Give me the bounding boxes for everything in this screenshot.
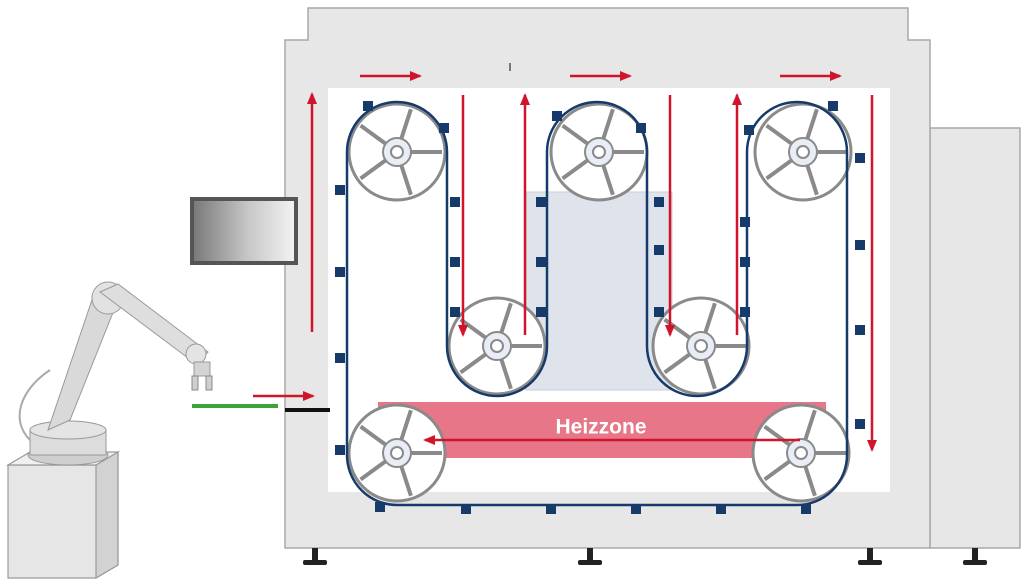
housing-marker bbox=[509, 63, 511, 71]
belt-carrier bbox=[552, 111, 562, 121]
belt-carrier bbox=[740, 257, 750, 267]
belt-carrier bbox=[363, 101, 373, 111]
belt-carrier bbox=[450, 257, 460, 267]
belt-carrier bbox=[335, 267, 345, 277]
belt-carrier bbox=[740, 307, 750, 317]
heating-zone-label: Heizzone bbox=[555, 416, 646, 439]
belt-carrier bbox=[335, 445, 345, 455]
belt-carrier bbox=[636, 123, 646, 133]
belt-carrier bbox=[855, 153, 865, 163]
belt-carriers bbox=[335, 101, 865, 514]
belt-carrier bbox=[335, 185, 345, 195]
belt-carrier bbox=[631, 504, 641, 514]
belt-carrier bbox=[375, 502, 385, 512]
belt-carrier bbox=[654, 307, 664, 317]
belt-carrier bbox=[801, 504, 811, 514]
side-cabinet bbox=[929, 127, 1021, 549]
pulley-wheel-icon bbox=[651, 296, 751, 396]
pulley-wheel-icon bbox=[447, 296, 547, 396]
belt-carrier bbox=[536, 197, 546, 207]
pulley-wheels bbox=[347, 102, 853, 503]
belt-carrier bbox=[461, 504, 471, 514]
pulley-wheel-icon bbox=[347, 102, 447, 202]
belt-carrier bbox=[536, 307, 546, 317]
belt-carrier bbox=[828, 101, 838, 111]
belt-carrier bbox=[335, 353, 345, 363]
pulley-wheel-icon bbox=[347, 403, 447, 503]
belt-carrier bbox=[744, 125, 754, 135]
belt-carrier bbox=[654, 245, 664, 255]
belt-carrier bbox=[855, 325, 865, 335]
belt-carrier bbox=[855, 419, 865, 429]
pulley-wheel-icon bbox=[549, 102, 649, 202]
belt-carrier bbox=[439, 123, 449, 133]
machine-feet bbox=[303, 548, 987, 565]
conveyor-belt bbox=[345, 100, 849, 507]
belt-carrier bbox=[536, 257, 546, 267]
belt-carrier bbox=[740, 217, 750, 227]
belt-carrier bbox=[654, 197, 664, 207]
belt-carrier bbox=[855, 240, 865, 250]
belt-carrier bbox=[716, 504, 726, 514]
robot-arm-icon bbox=[5, 281, 213, 580]
pulley-wheel-icon bbox=[753, 102, 853, 202]
belt-carrier bbox=[450, 197, 460, 207]
belt-carrier bbox=[546, 504, 556, 514]
belt-carrier bbox=[450, 307, 460, 317]
display-panel-icon bbox=[190, 197, 298, 265]
flow-arrows bbox=[253, 71, 877, 452]
heating-zone bbox=[378, 402, 826, 458]
